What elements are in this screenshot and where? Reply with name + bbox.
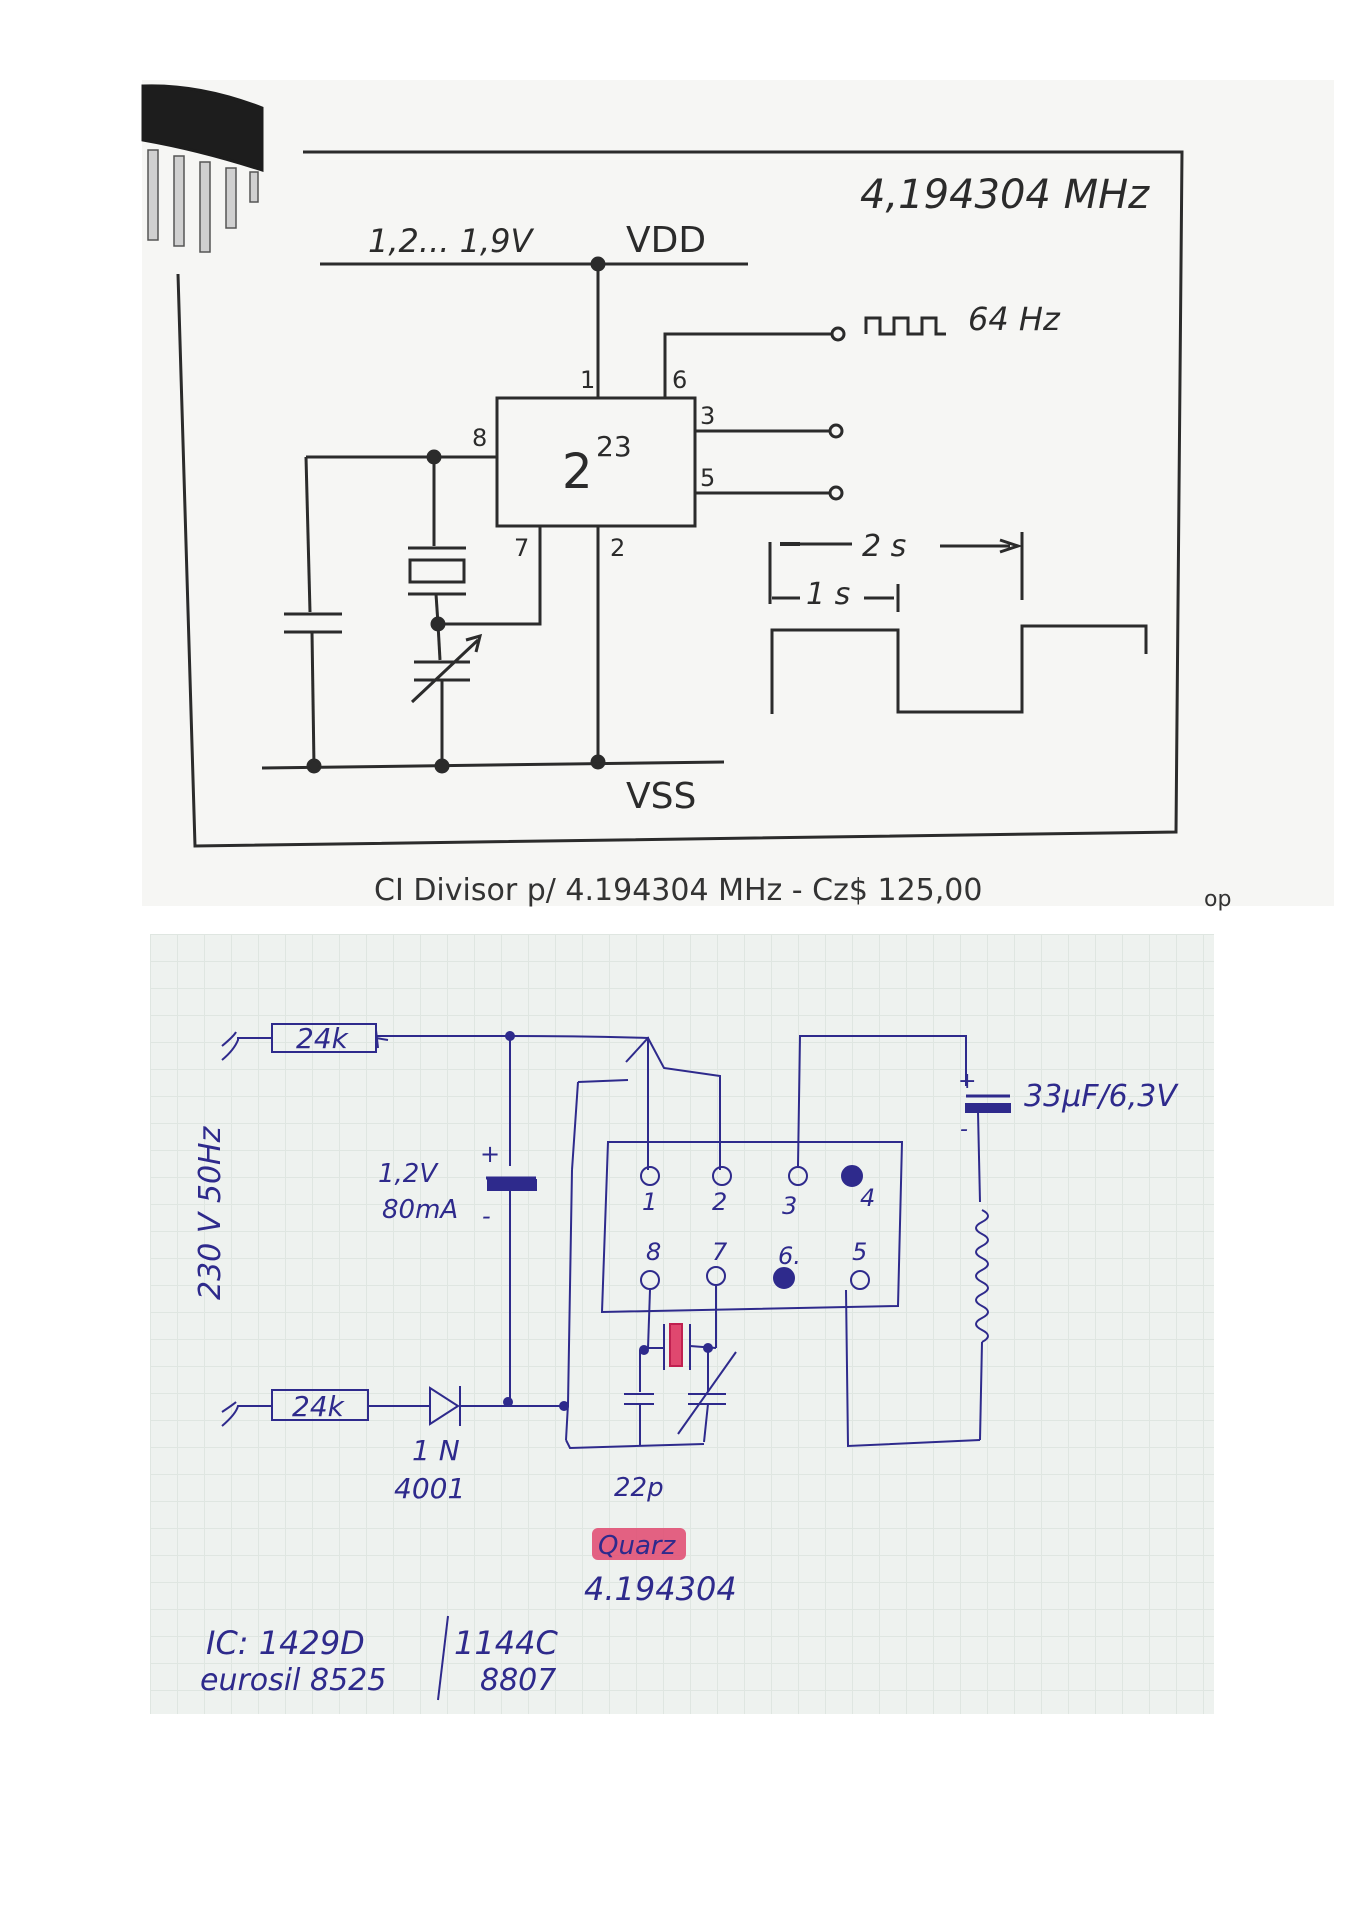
- output-frequency-label: 64 Hz: [968, 300, 1061, 338]
- pin-number-7: 7: [712, 1238, 728, 1266]
- corner-text: op: [1204, 887, 1231, 912]
- capacitor-plus: +: [958, 1069, 976, 1094]
- period-1s-label: 1 s: [806, 577, 850, 612]
- ic-divider-box: [495, 396, 697, 528]
- pin-label-7: 7: [514, 534, 529, 562]
- ic-pin-7: [706, 1266, 726, 1286]
- diode-label-a: 1 N: [412, 1434, 460, 1467]
- maker-label-b: 8807: [480, 1663, 556, 1698]
- divider-exponent: 23: [596, 430, 632, 463]
- pin-number-4: 4: [860, 1184, 875, 1212]
- vss-label: VSS: [626, 776, 696, 817]
- pin-number-2: 2: [712, 1188, 727, 1216]
- quartz-highlight: [592, 1528, 686, 1560]
- coil-symbol: [975, 1209, 989, 1343]
- pin-number-3: 3: [782, 1192, 797, 1220]
- ic-socket-box: [600, 1141, 904, 1314]
- handwritten-schematic: [221, 1023, 1011, 1450]
- vss-rail: [261, 760, 725, 770]
- ic-pin-1: [640, 1166, 660, 1186]
- ic-pin-8: [640, 1270, 660, 1290]
- printed-schematic: [141, 84, 1184, 848]
- crystal-symbol: [408, 558, 466, 584]
- chip-photo: [141, 84, 264, 253]
- resistor-top-label: 24k: [296, 1022, 350, 1055]
- divider-label: 2: [562, 444, 593, 500]
- pin-label-1: 1: [580, 366, 595, 394]
- battery-plus: +: [480, 1140, 500, 1168]
- pin-number-6: 6.: [778, 1242, 801, 1270]
- pin-label-5: 5: [700, 464, 715, 492]
- battery-symbol: [487, 1179, 537, 1191]
- ic-label-a: IC: 1429D: [206, 1624, 365, 1662]
- square-wave-icon: [864, 316, 946, 336]
- pin-number-5: 5: [852, 1238, 867, 1266]
- frequency-title: 4,194304 MHz: [860, 172, 1150, 218]
- pin-label-8: 8: [472, 424, 487, 452]
- printed-labels: 4,194304 MHz 1,2... 1,9V VDD VSS 64 Hz 2…: [368, 172, 1231, 912]
- diode-symbol: [429, 1386, 460, 1426]
- capacitor-minus: -: [960, 1117, 968, 1142]
- battery-voltage-label: 1,2V: [378, 1159, 439, 1189]
- quartz-crystal: [669, 1323, 683, 1367]
- battery-minus: -: [482, 1202, 491, 1230]
- timing-diagram: [768, 532, 1148, 714]
- ic-pin-4: [841, 1165, 863, 1187]
- ic-label-b: 1144C: [454, 1624, 558, 1662]
- trim-cap-label: 22p: [614, 1473, 664, 1503]
- diode-label-b: 4001: [394, 1472, 465, 1505]
- maker-label-a: eurosil 8525: [200, 1663, 386, 1698]
- schematic-frame: [176, 150, 1184, 848]
- pin-number-1: 1: [642, 1188, 657, 1216]
- handwritten-labels: 24k 24k 230 V 50Hz 1,2V 80mA + - 1 N 400…: [193, 1022, 1179, 1701]
- ic-pin-5: [850, 1270, 870, 1290]
- quartz-frequency-label: 4.194304: [584, 1570, 737, 1608]
- pin-label-3: 3: [700, 402, 715, 430]
- ic-pin-6: [773, 1267, 795, 1289]
- vdd-label: VDD: [626, 220, 706, 261]
- pin-label-2: 2: [610, 534, 625, 562]
- battery-capacity-label: 80mA: [382, 1195, 458, 1225]
- ic-pin-3: [788, 1166, 808, 1186]
- ic-pin-2: [712, 1166, 732, 1186]
- quartz-label: Quarz: [598, 1531, 677, 1561]
- schematic-caption: CI Divisor p/ 4.194304 MHz - Cz$ 125,00: [374, 873, 982, 908]
- mains-label: 230 V 50Hz: [193, 1125, 228, 1300]
- pin-number-8: 8: [646, 1238, 661, 1266]
- capacitor-value-label: 33μF/6,3V: [1024, 1079, 1179, 1114]
- period-2s-label: 2 s: [862, 529, 906, 564]
- resistor-bottom-label: 24k: [292, 1390, 346, 1423]
- voltage-range-label: 1,2... 1,9V: [368, 222, 534, 260]
- pin-label-6: 6: [672, 366, 687, 394]
